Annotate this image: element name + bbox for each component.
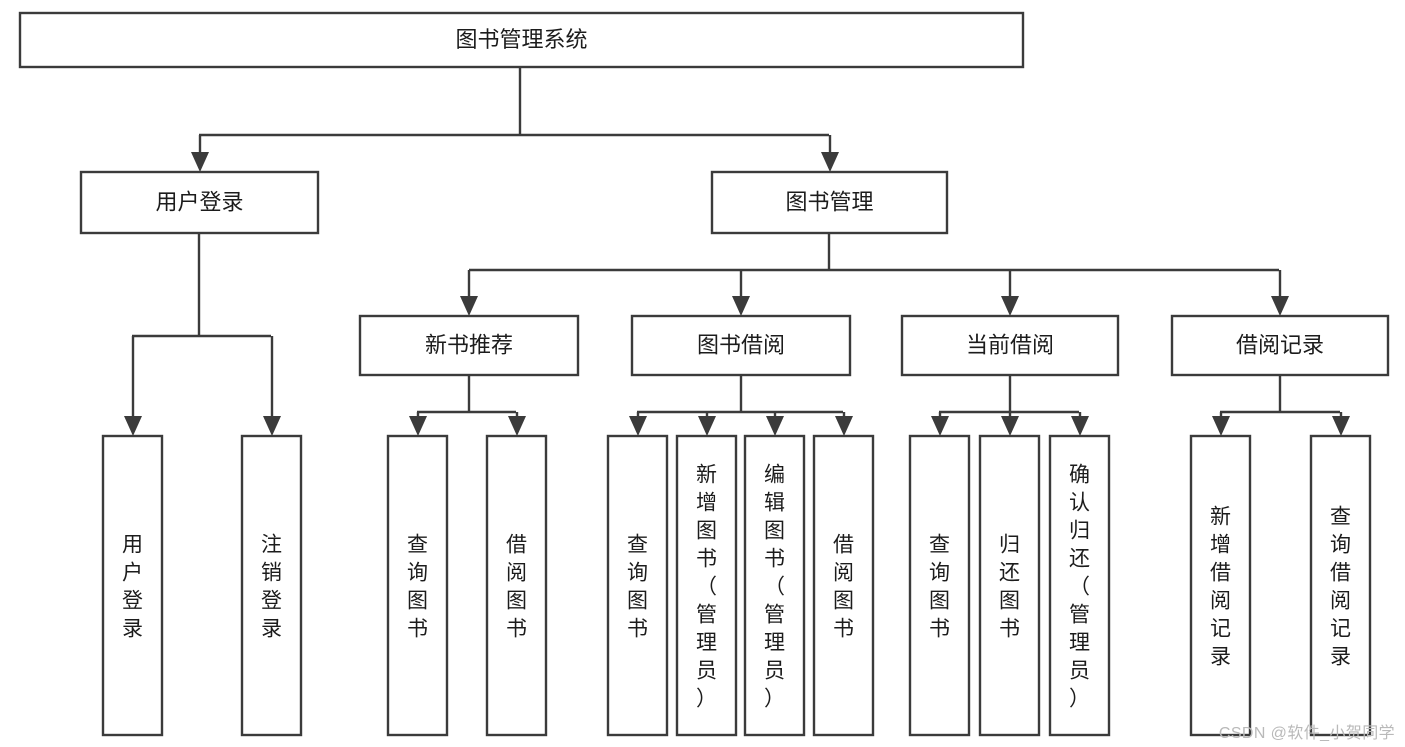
node-label-leaf-current-return-book: 归还图书 — [999, 533, 1020, 640]
node-label-book-management: 图书管理 — [785, 189, 873, 214]
arrow-head-icon-leaf-user-logout — [263, 416, 281, 436]
node-label-user-login: 用户登录 — [155, 189, 243, 214]
arrow-head-icon-leaf-recommend-query-book — [409, 416, 427, 436]
node-box-leaf-current-query-book[interactable] — [908, 434, 971, 737]
node-root[interactable]: 图书管理系统 — [18, 11, 1025, 69]
node-leaf-current-query-book[interactable]: 查询图书 — [908, 434, 971, 737]
node-box-leaf-current-return-book[interactable] — [978, 434, 1041, 737]
node-label-leaf-borrow-query-book: 查询图书 — [627, 533, 648, 640]
node-label-book-borrow: 图书借阅 — [697, 332, 785, 357]
arrow-head-icon-user-login — [191, 152, 209, 172]
node-label-root: 图书管理系统 — [455, 27, 587, 52]
node-leaf-user-login[interactable]: 用户登录 — [101, 434, 164, 737]
node-label-leaf-borrow-add-book: 新增图书（管理员） — [696, 463, 717, 710]
node-label-leaf-borrow-borrow-book: 借阅图书 — [833, 533, 854, 640]
node-box-leaf-user-login[interactable] — [101, 434, 164, 737]
node-box-borrow-record[interactable] — [1170, 314, 1390, 377]
arrow-head-icon-current-borrow — [1001, 296, 1019, 316]
node-leaf-borrow-add-book[interactable]: 新增图书（管理员） — [675, 434, 738, 737]
node-label-leaf-recommend-borrow-book: 借阅图书 — [506, 533, 527, 640]
arrow-head-icon-leaf-borrow-edit-book — [766, 416, 784, 436]
node-box-leaf-recommend-query-book[interactable] — [386, 434, 449, 737]
node-leaf-borrow-borrow-book[interactable]: 借阅图书 — [812, 434, 875, 737]
node-box-leaf-recommend-borrow-book[interactable] — [485, 434, 548, 737]
node-box-current-borrow[interactable] — [900, 314, 1120, 377]
node-label-current-borrow: 当前借阅 — [966, 332, 1054, 357]
node-label-leaf-record-add: 新增借阅记录 — [1210, 505, 1231, 668]
arrow-head-icon-leaf-current-query-book — [931, 416, 949, 436]
arrow-head-icon-new-book-recommend — [460, 296, 478, 316]
node-box-leaf-borrow-add-book[interactable] — [675, 434, 738, 737]
nodes-layer: 图书管理系统用户登录图书管理新书推荐图书借阅当前借阅借阅记录用户登录注销登录查询… — [18, 11, 1390, 737]
node-leaf-recommend-borrow-book[interactable]: 借阅图书 — [485, 434, 548, 737]
node-leaf-record-query[interactable]: 查询借阅记录 — [1309, 434, 1372, 737]
connectors-layer — [124, 67, 1350, 436]
csdn-watermark: CSDN @软件_小贺同学 — [1218, 725, 1395, 742]
node-leaf-record-add[interactable]: 新增借阅记录 — [1189, 434, 1252, 737]
arrow-head-icon-leaf-user-login — [124, 416, 142, 436]
node-label-leaf-record-query: 查询借阅记录 — [1330, 505, 1351, 668]
node-box-book-borrow[interactable] — [630, 314, 852, 377]
node-leaf-borrow-query-book[interactable]: 查询图书 — [606, 434, 669, 737]
node-borrow-record[interactable]: 借阅记录 — [1170, 314, 1390, 377]
node-leaf-recommend-query-book[interactable]: 查询图书 — [386, 434, 449, 737]
arrow-head-icon-leaf-borrow-add-book — [698, 416, 716, 436]
arrow-head-icon-borrow-record — [1271, 296, 1289, 316]
node-box-leaf-user-logout[interactable] — [240, 434, 303, 737]
node-label-new-book-recommend: 新书推荐 — [425, 332, 513, 357]
arrow-head-icon-leaf-record-query — [1332, 416, 1350, 436]
node-leaf-user-logout[interactable]: 注销登录 — [240, 434, 303, 737]
arrow-head-icon-book-borrow — [732, 296, 750, 316]
node-label-leaf-borrow-edit-book: 编辑图书（管理员） — [764, 463, 785, 710]
node-book-borrow[interactable]: 图书借阅 — [630, 314, 852, 377]
arrow-head-icon-leaf-record-add — [1212, 416, 1230, 436]
node-current-borrow[interactable]: 当前借阅 — [900, 314, 1120, 377]
node-box-book-management[interactable] — [710, 170, 949, 235]
arrow-head-icon-leaf-borrow-borrow-book — [835, 416, 853, 436]
node-label-leaf-user-login: 用户登录 — [122, 533, 143, 640]
node-label-borrow-record: 借阅记录 — [1236, 332, 1324, 357]
node-label-leaf-current-confirm-return: 确认归还（管理员） — [1069, 463, 1090, 710]
node-box-leaf-borrow-borrow-book[interactable] — [812, 434, 875, 737]
node-leaf-borrow-edit-book[interactable]: 编辑图书（管理员） — [743, 434, 806, 737]
node-box-leaf-borrow-edit-book[interactable] — [743, 434, 806, 737]
node-leaf-current-confirm-return[interactable]: 确认归还（管理员） — [1048, 434, 1111, 737]
node-box-leaf-record-query[interactable] — [1309, 434, 1372, 737]
node-leaf-current-return-book[interactable]: 归还图书 — [978, 434, 1041, 737]
node-label-leaf-current-query-book: 查询图书 — [929, 533, 950, 640]
arrow-head-icon-leaf-current-confirm-return — [1071, 416, 1089, 436]
node-label-leaf-user-logout: 注销登录 — [261, 533, 282, 640]
node-box-root[interactable] — [18, 11, 1025, 69]
node-box-leaf-current-confirm-return[interactable] — [1048, 434, 1111, 737]
node-user-login[interactable]: 用户登录 — [79, 170, 320, 235]
node-box-leaf-record-add[interactable] — [1189, 434, 1252, 737]
arrow-head-icon-leaf-current-return-book — [1001, 416, 1019, 436]
node-box-user-login[interactable] — [79, 170, 320, 235]
node-box-new-book-recommend[interactable] — [358, 314, 580, 377]
node-box-leaf-borrow-query-book[interactable] — [606, 434, 669, 737]
arrow-head-icon-leaf-recommend-borrow-book — [508, 416, 526, 436]
node-label-leaf-recommend-query-book: 查询图书 — [407, 533, 428, 640]
node-new-book-recommend[interactable]: 新书推荐 — [358, 314, 580, 377]
node-book-management[interactable]: 图书管理 — [710, 170, 949, 235]
arrow-head-icon-leaf-borrow-query-book — [629, 416, 647, 436]
arrow-head-icon-book-management — [821, 152, 839, 172]
